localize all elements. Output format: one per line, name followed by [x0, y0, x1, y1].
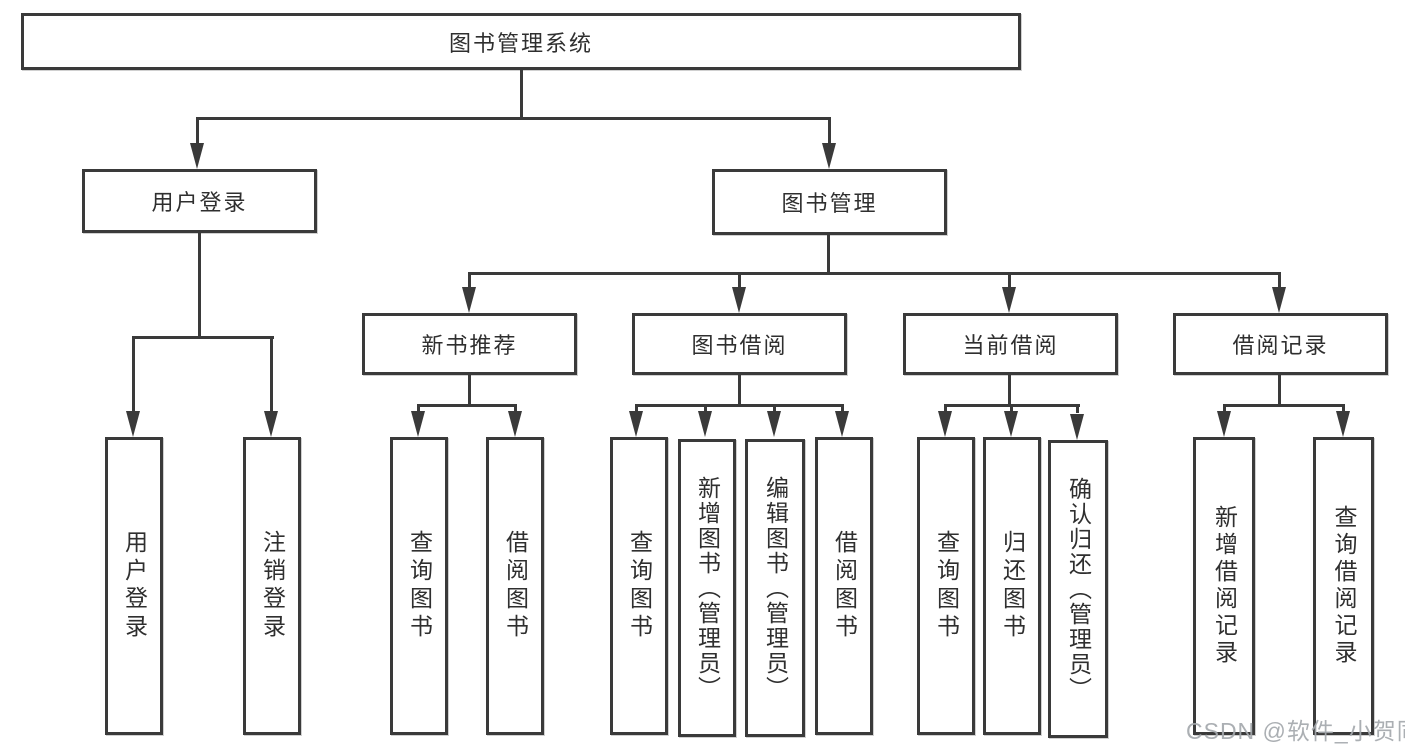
leaf-recommend-borrow-books-label: 借阅图书 — [502, 530, 529, 642]
arrowhead-leaf-logout — [264, 411, 278, 437]
connector-down — [1278, 375, 1281, 407]
arrowhead-new-book-recommend — [462, 287, 476, 313]
leaf-add-books-admin: 新增图书（管理员） — [678, 439, 736, 737]
leaf-user-login: 用户登录 — [105, 437, 163, 735]
node-borrow-records: 借阅记录 — [1173, 313, 1388, 375]
leaf-recommend-borrow-books: 借阅图书 — [486, 437, 544, 735]
leaf-current-query-books-label: 查询图书 — [933, 530, 960, 642]
arrowhead-leaf — [1004, 411, 1018, 437]
arrowhead-leaf — [508, 411, 522, 437]
node-library-system-label: 图书管理系统 — [448, 30, 593, 56]
arrowhead-leaf — [835, 411, 849, 437]
connector-leaf-stem — [773, 404, 776, 413]
arrowhead-leaf — [938, 411, 952, 437]
leaf-add-borrow-record-label: 新增借阅记录 — [1211, 505, 1238, 667]
connector-leaf-stem — [132, 336, 135, 412]
connector-leaf-stem — [1076, 404, 1079, 413]
arrowhead-current-borrow — [1002, 287, 1016, 313]
leaf-recommend-query-books-label: 查询图书 — [406, 530, 433, 642]
arrowhead-borrow-records — [1272, 287, 1286, 313]
leaf-edit-books-admin: 编辑图书（管理员） — [745, 439, 805, 737]
connector-user-login-stem — [196, 117, 199, 145]
node-new-book-recommend-label: 新书推荐 — [421, 333, 518, 358]
connector-leaf-stem — [514, 404, 517, 413]
arrowhead-book-borrow — [732, 287, 746, 313]
connector-leaf-stem — [1223, 404, 1226, 413]
connector-leaf-stem — [704, 404, 707, 413]
leaf-borrow-borrow-books: 借阅图书 — [815, 437, 873, 735]
connector-down — [738, 375, 741, 407]
leaf-return-books: 归还图书 — [983, 437, 1041, 735]
leaf-query-borrow-record-label: 查询借阅记录 — [1331, 505, 1357, 667]
leaf-confirm-return-admin-label: 确认归还（管理员） — [1065, 476, 1092, 702]
connector-leaf-stem — [417, 404, 420, 413]
node-current-borrow-label: 当前借阅 — [962, 333, 1059, 358]
connector-rail — [636, 404, 844, 407]
node-new-book-recommend: 新书推荐 — [362, 313, 577, 375]
node-book-borrow-label: 图书借阅 — [691, 333, 788, 358]
leaf-confirm-return-admin: 确认归还（管理员） — [1048, 440, 1108, 738]
node-book-borrow: 图书借阅 — [632, 313, 847, 375]
connector-leaf-stem — [841, 404, 844, 413]
node-borrow-records-label: 借阅记录 — [1232, 333, 1329, 358]
arrowhead-leaf-user-login — [126, 411, 140, 437]
node-user-login-label: 用户登录 — [151, 190, 248, 215]
arrowhead-leaf — [1070, 414, 1084, 440]
leaf-borrow-query-books-label: 查询图书 — [626, 530, 653, 642]
watermark-text: CSDN @软件_小贺同学 — [1186, 718, 1405, 744]
node-user-login: 用户登录 — [82, 169, 317, 233]
leaf-edit-books-admin-label: 编辑图书（管理员） — [762, 475, 789, 701]
connector-level3-stem — [1278, 272, 1281, 288]
connector-leaf-stem — [270, 336, 273, 412]
connector-level3-rail — [469, 272, 1281, 275]
arrowhead-leaf — [629, 411, 643, 437]
connector-leaf-stem — [635, 404, 638, 413]
connector-rail — [1223, 404, 1344, 407]
arrowhead-leaf — [411, 411, 425, 437]
node-current-borrow: 当前借阅 — [903, 313, 1118, 375]
arrowhead-book-mgmt — [822, 143, 836, 169]
connector-level3-stem — [738, 272, 741, 288]
connector-level3-stem — [468, 272, 471, 288]
connector-down — [468, 375, 471, 407]
arrowhead-leaf — [1217, 411, 1231, 437]
connector-leaf-stem — [1010, 404, 1013, 413]
connector-level3-stem — [1008, 272, 1011, 288]
connector-level2-rail — [197, 117, 831, 120]
leaf-current-query-books: 查询图书 — [917, 437, 975, 735]
leaf-return-books-label: 归还图书 — [999, 530, 1026, 642]
leaf-logout-label: 注销登录 — [259, 530, 286, 642]
connector-book-mgmt-down — [827, 235, 830, 275]
arrowhead-leaf — [767, 411, 781, 437]
leaf-borrow-borrow-books-label: 借阅图书 — [831, 530, 858, 642]
arrowhead-leaf — [1336, 411, 1350, 437]
connector-leaf-stem — [1342, 404, 1345, 413]
connector-book-mgmt-stem — [828, 117, 831, 145]
connector-leaf-stem — [944, 404, 947, 413]
leaf-query-borrow-record: 查询借阅记录 — [1313, 437, 1374, 735]
leaf-logout: 注销登录 — [243, 437, 301, 735]
connector-user-login-down — [198, 233, 201, 339]
node-book-management-label: 图书管理 — [781, 191, 878, 216]
leaf-user-login-label: 用户登录 — [121, 530, 148, 642]
arrowhead-leaf — [698, 411, 712, 437]
connector-user-login-rail — [133, 336, 274, 339]
node-book-management: 图书管理 — [712, 169, 947, 235]
leaf-recommend-query-books: 查询图书 — [390, 437, 448, 735]
leaf-add-borrow-record: 新增借阅记录 — [1193, 437, 1255, 735]
connector-down — [1008, 375, 1011, 407]
leaf-borrow-query-books: 查询图书 — [610, 437, 668, 735]
leaf-add-books-admin-label: 新增图书（管理员） — [694, 475, 721, 701]
connector-root-stem — [520, 70, 523, 119]
connector-rail — [417, 404, 517, 407]
arrowhead-user-login — [190, 143, 204, 169]
node-library-system: 图书管理系统 — [21, 13, 1021, 70]
